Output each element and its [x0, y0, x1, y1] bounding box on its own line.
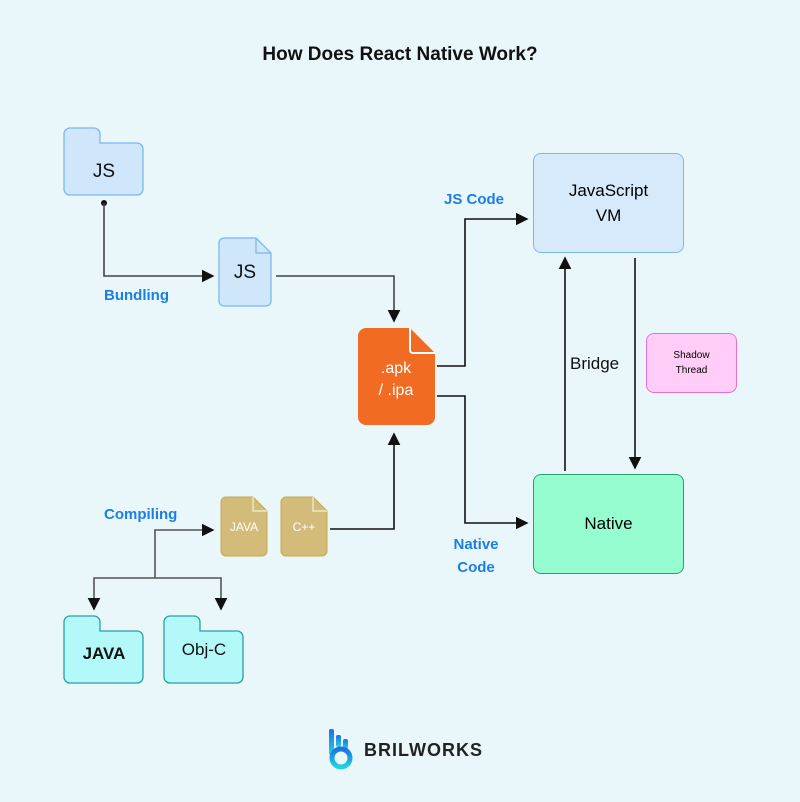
native-code-arrow — [437, 395, 529, 530]
native-code-line-1: Native — [453, 536, 499, 553]
shadow-thread-box: Shadow Thread — [646, 333, 737, 393]
compiling-label: Compiling — [104, 506, 178, 523]
bundling-label: Bundling — [104, 287, 169, 304]
js-folder-icon — [63, 127, 144, 196]
brilworks-logo: BRILWORKS — [328, 729, 483, 771]
javascript-vm-box: JavaScript VM — [533, 153, 684, 253]
shadow-line-1: Shadow — [673, 350, 710, 361]
objc-folder-label: Obj-C — [181, 640, 227, 659]
bundling-arrow — [103, 203, 215, 283]
jsfile-to-apk-arrow — [276, 275, 401, 323]
shadow-line-2: Thread — [675, 365, 708, 376]
apk-file-icon — [358, 328, 435, 425]
objc-folder-icon — [163, 615, 244, 684]
cpp-source-file-icon — [280, 496, 328, 557]
bridge-label: Bridge — [570, 354, 620, 373]
java-source-label: JAVA — [229, 520, 259, 534]
java-folder-label: JAVA — [82, 644, 126, 663]
apk-line-1: .apk — [380, 360, 412, 377]
js-code-arrow — [437, 212, 529, 367]
brilworks-logo-icon — [329, 729, 353, 770]
cpp-to-apk-arrow — [330, 432, 401, 530]
cpp-source-label: C++ — [292, 520, 316, 534]
brand-name: BRILWORKS — [364, 739, 483, 760]
jsvm-line-2: VM — [595, 206, 622, 225]
js-file-icon — [218, 237, 272, 307]
native-box: Native — [533, 474, 684, 574]
diagram-title: How Does React Native Work? — [262, 44, 538, 65]
compiling-branch — [93, 577, 222, 608]
js-code-label: JS Code — [444, 191, 505, 208]
java-folder-icon — [63, 615, 144, 684]
java-source-file-icon — [220, 496, 268, 557]
jsvm-line-1: JavaScript — [568, 181, 649, 200]
js-folder-label: JS — [92, 160, 116, 182]
js-file-label: JS — [233, 262, 257, 283]
apk-line-2: / .ipa — [378, 382, 414, 399]
native-code-label: Native Code — [446, 533, 506, 579]
compiling-arrow — [154, 523, 215, 578]
native-code-line-2: Code — [457, 559, 495, 576]
apk-label: .apk / .ipa — [358, 352, 434, 408]
